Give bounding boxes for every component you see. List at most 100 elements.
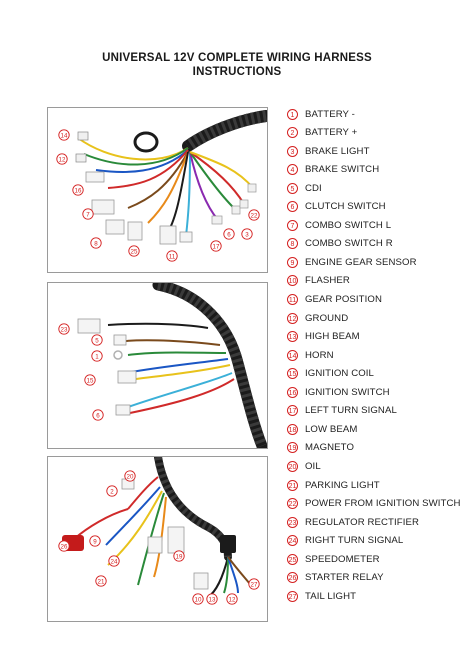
callout-badge: [166, 250, 178, 262]
legend-number-badge: 26: [287, 572, 298, 584]
callout-number: 1: [95, 353, 99, 360]
legend-item: 9 ENGINE GEAR SENSOR: [287, 254, 417, 270]
legend-label: FLASHER: [305, 275, 350, 287]
callout-badge: [173, 550, 185, 562]
legend-number-badge: 6: [287, 201, 298, 213]
legend-label: SPEEDOMETER: [305, 553, 380, 565]
legend-label: CDI: [305, 182, 322, 194]
legend-label: OIL: [305, 460, 321, 472]
callout-badge: [106, 485, 118, 497]
callout-number: 3: [245, 231, 249, 238]
legend-number-badge: 11: [287, 294, 298, 305]
callout-badge: [241, 228, 253, 240]
legend-label: TAIL LIGHT: [305, 590, 357, 602]
callout-badge: [108, 555, 120, 567]
legend-item: 1 BATTERY -: [287, 106, 355, 122]
legend-number-badge: 8: [287, 238, 298, 250]
legend-number-badge: 25: [287, 553, 298, 565]
callout-number: 26: [61, 543, 68, 550]
legend-number-badge: 4: [287, 164, 298, 176]
legend-label: PARKING LIGHT: [305, 479, 380, 491]
legend-item: 12 GROUND: [287, 310, 348, 326]
callout-number: 19: [176, 553, 183, 560]
legend-item: 26 STARTER RELAY: [287, 570, 384, 586]
callout-badge: [192, 593, 204, 605]
legend-number-badge: 19: [287, 442, 298, 454]
callout-number: 21: [98, 578, 105, 585]
legend-label: ENGINE GEAR SENSOR: [305, 256, 417, 268]
legend-number-badge: 3: [287, 145, 298, 157]
legend-number-badge: 2: [287, 127, 298, 139]
callout-number: 8: [94, 240, 98, 247]
legend-label: HORN: [305, 349, 334, 361]
legend-number-badge: 5: [287, 182, 298, 194]
callout-number: 15: [87, 377, 94, 384]
callout-badge: [124, 470, 136, 482]
legend-number-badge: 1: [287, 108, 298, 120]
callout-badge: [72, 184, 84, 196]
legend-number-badge: 18: [287, 423, 298, 435]
legend-number-badge: 21: [287, 479, 298, 491]
callout-badge: [58, 323, 70, 335]
callout-number: 9: [93, 538, 97, 545]
callout-number: 17: [213, 243, 220, 250]
legend-item: 18 LOW BEAM: [287, 421, 358, 437]
callout-badge: [92, 409, 104, 421]
callout-number: 10: [195, 596, 202, 603]
callout-number: 25: [131, 248, 138, 255]
legend-number-badge: 27: [287, 590, 298, 602]
legend-label: HIGH BEAM: [305, 331, 360, 343]
callout-badge: [248, 209, 260, 221]
callout-badge: [58, 540, 70, 552]
callout-badge: [248, 578, 260, 590]
callout-badge: [226, 593, 238, 605]
legend-label: REGULATOR RECTIFIER: [305, 516, 420, 528]
legend-number-badge: 22: [287, 498, 298, 510]
legend-label: LEFT TURN SIGNAL: [305, 405, 397, 417]
legend-label: BATTERY +: [305, 127, 358, 139]
legend-number-badge: 12: [287, 312, 298, 324]
legend-item: 2 BATTERY +: [287, 125, 357, 141]
legend-label: GEAR POSITION: [305, 294, 382, 305]
legend-item: 11 GEAR POSITION: [287, 292, 382, 308]
legend-label: BATTERY -: [305, 108, 355, 120]
legend-number-badge: 10: [287, 275, 298, 287]
legend-number-badge: 24: [287, 535, 298, 547]
callout-number: 20: [127, 473, 134, 480]
legend-item: 5 CDI: [287, 180, 322, 196]
callout-number: 13: [209, 596, 216, 603]
legend-label: GROUND: [305, 312, 349, 324]
callout-number: 2: [110, 488, 114, 495]
legend-number-badge: 15: [287, 368, 298, 380]
callout-number: 24: [111, 558, 118, 565]
legend-label: COMBO SWITCH R: [305, 238, 393, 250]
legend-number-badge: 9: [287, 256, 298, 268]
callout-badge: [90, 237, 102, 249]
legend-label: CLUTCH SWITCH: [305, 201, 386, 213]
legend-label: BRAKE LIGHT: [305, 145, 370, 157]
callout-badge: [95, 575, 107, 587]
legend-label: STARTER RELAY: [305, 572, 384, 584]
legend-label: MAGNETO: [305, 442, 355, 454]
callout-number: 7: [86, 211, 90, 218]
callout-number: 6: [227, 231, 231, 238]
callout-badge: [91, 350, 103, 362]
legend-label: LOW BEAM: [305, 423, 358, 435]
legend-label: IGNITION SWITCH: [305, 386, 390, 398]
callout-badge: [56, 153, 68, 165]
